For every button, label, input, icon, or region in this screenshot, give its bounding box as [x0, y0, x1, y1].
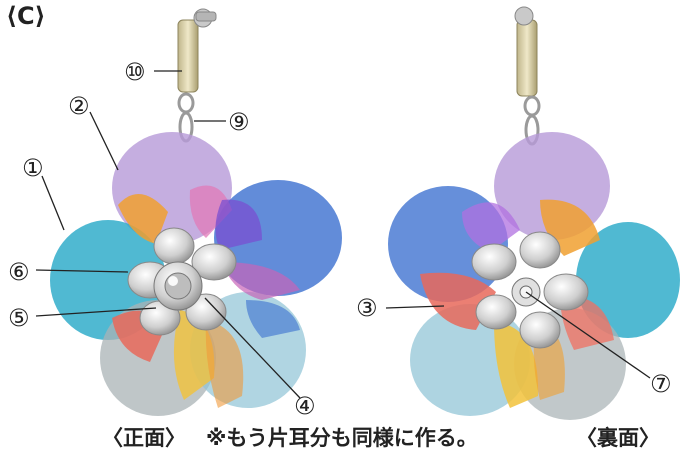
loop-yellow	[173, 310, 215, 400]
loop-violet-back	[462, 202, 520, 252]
silver-flower-front	[127, 227, 237, 336]
stud-post	[177, 19, 199, 93]
callout-2: ②	[68, 92, 90, 120]
stud-post-back	[516, 19, 538, 97]
back-earring: ③ ⑦	[356, 6, 680, 420]
callout-5: ⑤	[8, 304, 30, 332]
callout-7: ⑦	[650, 370, 672, 398]
caption-note: ※もう片耳分も同様に作る。	[206, 426, 478, 450]
front-earring: ⑩ ⑨ ② ① ⑥ ⑤ ④	[8, 8, 342, 420]
section-label: ⟨C⟩	[6, 2, 46, 30]
jump-ring	[177, 92, 195, 114]
callout-1: ①	[22, 154, 44, 182]
callout-10: ⑩	[124, 58, 146, 86]
callout-lines-back	[385, 291, 651, 379]
loop-orange	[118, 194, 168, 244]
loop-blue-low	[246, 300, 300, 338]
caption-front: 〈正面〉	[102, 426, 186, 450]
caption-back: 〈裏面〉	[576, 426, 660, 450]
loop-magenta	[222, 262, 300, 300]
callout-4: ④	[294, 392, 316, 420]
callout-9: ⑨	[228, 108, 250, 136]
loop-orange-low	[205, 320, 244, 408]
callout-3: ③	[356, 294, 378, 322]
callout-6: ⑥	[8, 258, 30, 286]
petal-cyan-back	[576, 222, 680, 338]
silver-flower-back	[471, 231, 589, 349]
callout-lines-front	[35, 70, 301, 399]
loop-violet	[215, 199, 262, 250]
loop-pink	[189, 185, 232, 238]
